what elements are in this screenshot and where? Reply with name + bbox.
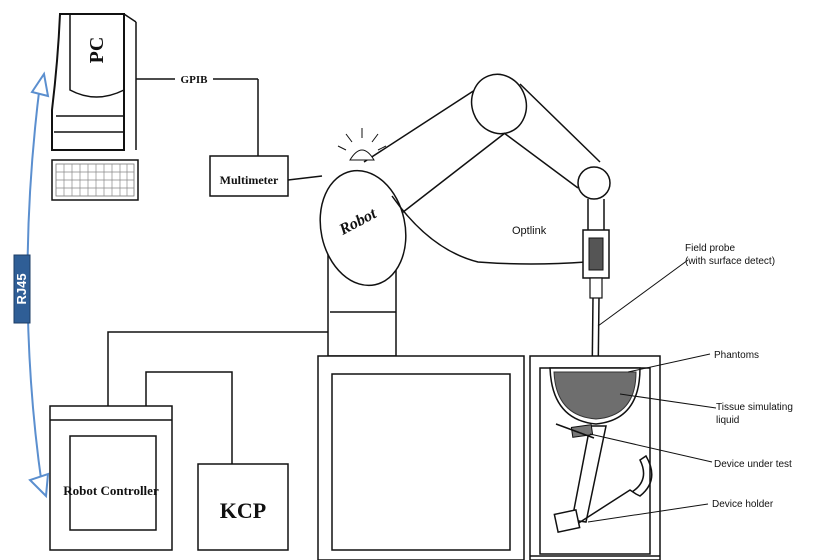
dut-label: Device under test [714,459,792,470]
robot-shoulder: Robot [319,169,407,287]
field-probe-leader [597,259,689,327]
multimeter-to-robot-cable [287,175,323,181]
optlink-label: Optlink [512,225,547,237]
kcp-label: KCP [220,498,266,523]
pc: PC [51,13,137,151]
tissue-label-line2: liquid [716,415,739,426]
robot-controller: Robot Controller [49,405,173,551]
holder-leader [587,503,709,523]
holder-label: Device holder [712,499,774,510]
pc-side-edge [123,13,137,23]
pc-label: PC [86,37,108,64]
phantom [549,367,641,425]
rj45-arrow-head-bottom [28,472,50,499]
controller-to-kcp-cable [145,371,233,464]
robot-controller-label: Robot Controller [63,483,159,498]
pc-tower [51,13,125,151]
optlink-cable [391,195,587,265]
robot-elbow [470,73,528,135]
controller-to-robot-cable [107,331,328,406]
holder-base-block [553,509,581,533]
field-probe [582,229,610,385]
keyboard-icon [51,159,139,201]
gpib-cable: GPIB [136,74,259,156]
device-holder [553,423,653,533]
holder-arm [571,425,607,523]
rj45-arrow-head-top [30,71,50,98]
robot-table [317,355,525,560]
tissue-leader [619,393,717,409]
phantoms-leader [627,353,711,373]
robot-wrist [577,166,611,200]
rj45-label: RJ45 [14,273,29,304]
probe-electronics [588,237,604,271]
holder-clamp [573,454,653,527]
tissue-liquid [553,371,637,420]
multimeter-label: Multimeter [220,173,279,187]
multimeter: Multimeter [209,155,289,197]
dut-leader [589,433,713,463]
tissue-label-line1: Tissue simulating [716,402,793,413]
device-under-test [570,424,594,438]
pc-front-panel [69,14,125,98]
phantoms-label: Phantoms [714,350,759,361]
gpib-label: GPIB [181,74,209,86]
robot-arm [363,73,611,230]
field-probe-label-line1: Field probe [685,243,735,254]
kcp-pendant: KCP [197,463,289,551]
field-probe-label-line2: (with surface detect) [685,256,775,267]
rj45-link: RJ45 [13,71,50,499]
rj45-badge [13,254,31,324]
robot-beacon-light-icon [337,128,387,161]
